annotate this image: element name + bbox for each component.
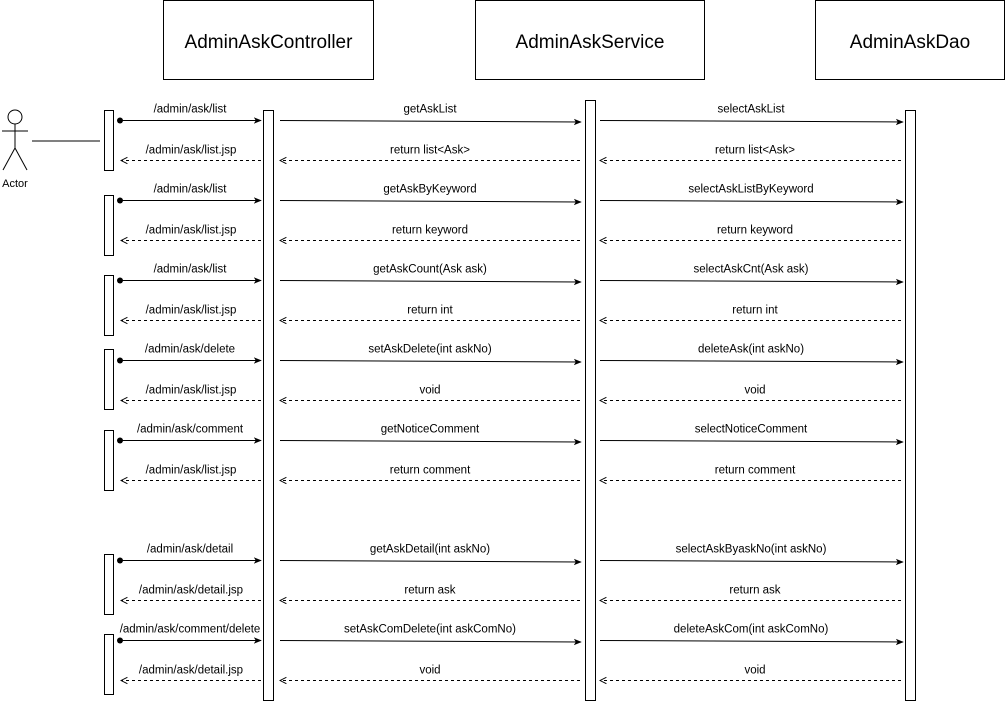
interaction-5: /admin/ask/comment getNoticeComment select…	[104, 424, 904, 491]
actor-activation-box	[104, 275, 114, 336]
dao-return-label: return list<Ask>	[715, 145, 795, 157]
dao-return-label: return keyword	[717, 225, 793, 237]
actor-activation-box	[104, 110, 114, 171]
participant-service-label: AdminAskService	[516, 32, 665, 53]
service-call-label: getAskCount(Ask ask)	[373, 264, 487, 276]
service-return-label: return comment	[390, 465, 471, 477]
request-url-label: /admin/ask/delete	[145, 344, 235, 356]
service-return-label: return ask	[404, 585, 455, 597]
interaction-2: /admin/ask/list getAskByKeyword selectAskL…	[104, 184, 904, 256]
service-call-label: setAskDelete(int askNo)	[368, 344, 492, 356]
request-url-label: /admin/ask/list	[154, 184, 228, 196]
response-view-label: /admin/ask/list.jsp	[146, 145, 237, 157]
dao-call-label: selectAskListByKeyword	[688, 184, 813, 196]
dao-call-label: selectAskList	[717, 104, 785, 116]
request-url-label: /admin/ask/comment	[137, 424, 244, 436]
request-arrow-service	[279, 278, 582, 286]
response-view-label: /admin/ask/list.jsp	[146, 465, 237, 477]
interactions: /admin/ask/list getAskList selectAskList re…	[104, 104, 904, 695]
dao-call-label: selectAskByaskNo(int askNo)	[676, 544, 827, 556]
service-call-label: getAskDetail(int askNo)	[370, 544, 490, 556]
actor-activation-box	[104, 634, 114, 695]
request-arrow-dao	[599, 278, 904, 286]
actor-activation-box	[104, 349, 114, 410]
interaction-1: /admin/ask/list getAskList selectAskList re…	[104, 104, 904, 171]
request-arrow-service	[279, 118, 582, 126]
service-call-label: setAskComDelete(int askComNo)	[344, 624, 516, 636]
response-view-label: /admin/ask/list.jsp	[146, 305, 237, 317]
dao-call-label: deleteAsk(int askNo)	[698, 344, 804, 356]
service-activation-bar	[585, 100, 596, 701]
response-view-label: /admin/ask/detail.jsp	[139, 665, 243, 677]
service-return-label: return int	[407, 305, 453, 317]
dao-return-label: void	[744, 385, 765, 397]
service-return-label: return list<Ask>	[390, 145, 470, 157]
actor-stick-figure-icon	[2, 109, 28, 171]
actor-activation-box	[104, 554, 114, 615]
dao-call-label: selectNoticeComment	[695, 424, 808, 436]
controller-activation-bar	[263, 110, 274, 701]
service-return-label: return keyword	[392, 225, 468, 237]
request-arrow-service	[279, 638, 582, 646]
request-arrow-dao	[599, 438, 904, 446]
actor-activation-box	[104, 430, 114, 491]
response-view-label: /admin/ask/detail.jsp	[139, 585, 243, 597]
actor-activation-box	[104, 195, 114, 256]
participant-controller: AdminAskController	[163, 0, 374, 80]
request-url-label: /admin/ask/detail	[147, 544, 233, 556]
request-arrow-dao	[599, 358, 904, 366]
service-call-label: getAskByKeyword	[383, 184, 476, 196]
dao-call-label: selectAskCnt(Ask ask)	[693, 264, 808, 276]
participant-dao-label: AdminAskDao	[850, 32, 970, 53]
interaction-6: /admin/ask/detail getAskDetail(int askNo)…	[104, 544, 904, 615]
request-arrow-dao	[599, 198, 904, 206]
dao-activation-bar	[905, 110, 916, 701]
actor: Actor	[2, 109, 100, 190]
dao-return-label: void	[744, 665, 765, 677]
request-arrow-service	[279, 358, 582, 366]
request-arrow-dao	[599, 118, 904, 126]
actor-label: Actor	[2, 178, 28, 190]
participant-controller-label: AdminAskController	[185, 32, 354, 53]
interaction-7: /admin/ask/comment/delete setAskComDelete…	[104, 624, 904, 695]
service-call-label: getNoticeComment	[381, 424, 480, 436]
dao-call-label: deleteAskCom(int askComNo)	[674, 624, 829, 636]
dao-return-label: return ask	[729, 585, 780, 597]
response-view-label: /admin/ask/list.jsp	[146, 225, 237, 237]
request-url-label: /admin/ask/list	[154, 264, 228, 276]
participant-service: AdminAskService	[475, 0, 705, 80]
request-url-label: /admin/ask/comment/delete	[120, 624, 261, 636]
dao-return-label: return int	[732, 305, 778, 317]
participant-dao: AdminAskDao	[815, 0, 1005, 80]
service-return-label: void	[419, 665, 440, 677]
service-return-label: void	[419, 385, 440, 397]
request-arrow-service	[279, 438, 582, 446]
service-call-label: getAskList	[403, 104, 457, 116]
interaction-4: /admin/ask/delete setAskDelete(int askNo)…	[104, 344, 904, 410]
interaction-3: /admin/ask/list getAskCount(Ask ask) selec…	[104, 264, 904, 336]
request-arrow-dao	[599, 638, 904, 646]
request-url-label: /admin/ask/list	[154, 104, 228, 116]
response-view-label: /admin/ask/list.jsp	[146, 385, 237, 397]
request-arrow-service	[279, 198, 582, 206]
dao-return-label: return comment	[715, 465, 796, 477]
request-arrow-service	[279, 558, 582, 566]
request-arrow-dao	[599, 558, 904, 566]
